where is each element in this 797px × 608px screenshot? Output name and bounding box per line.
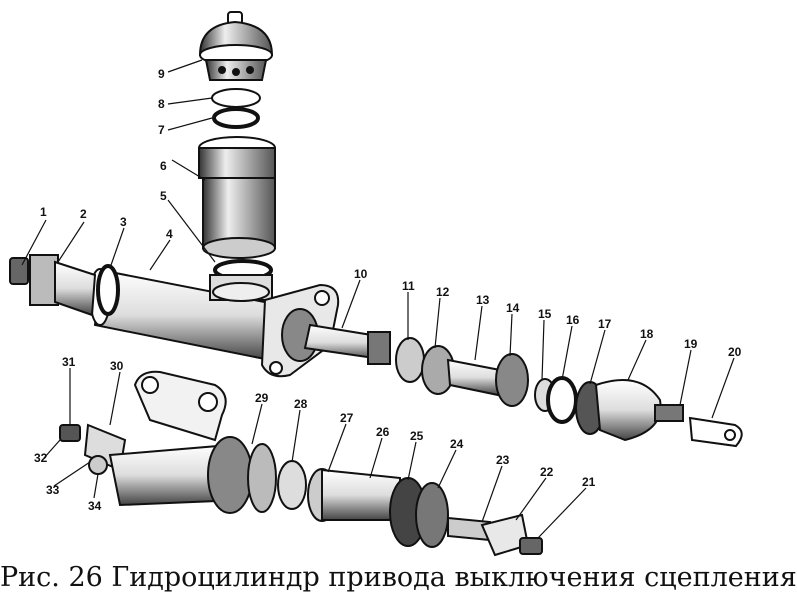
leader-lines (21, 59, 735, 539)
callout-33: 33 (46, 483, 60, 497)
callout-9: 9 (158, 67, 165, 81)
callout-12: 12 (436, 285, 450, 299)
callout-17: 17 (598, 317, 612, 331)
callout-32: 32 (34, 451, 48, 465)
callout-13: 13 (476, 293, 490, 307)
callout-14: 14 (506, 301, 520, 315)
callout-22: 22 (540, 465, 554, 479)
callout-19: 19 (684, 337, 698, 351)
callout-28: 28 (294, 397, 308, 411)
lower-assembly (59, 370, 543, 557)
callout-34: 34 (88, 499, 102, 513)
reservoir-cap (198, 11, 274, 81)
callout-1: 1 (40, 205, 47, 219)
callout-2: 2 (80, 207, 87, 221)
exploded-view-drawing: 1 2 3 4 5 6 7 8 9 10 11 12 13 14 15 16 1… (9, 11, 743, 557)
callout-10: 10 (354, 267, 368, 281)
callout-5: 5 (160, 189, 167, 203)
callout-11: 11 (402, 279, 415, 293)
callout-27: 27 (340, 411, 354, 425)
upper-assembly (198, 11, 276, 302)
callout-31: 31 (62, 355, 76, 369)
callout-15: 15 (538, 307, 552, 321)
mounting-flange (260, 283, 340, 378)
callout-24: 24 (450, 437, 464, 451)
callout-23: 23 (496, 453, 510, 467)
callout-18: 18 (640, 327, 654, 341)
callout-7: 7 (158, 123, 165, 137)
callout-30: 30 (110, 359, 124, 373)
callout-8: 8 (158, 97, 165, 111)
callout-29: 29 (255, 391, 269, 405)
callout-26: 26 (376, 425, 390, 439)
callout-25: 25 (410, 429, 424, 443)
callout-3: 3 (120, 215, 127, 229)
figure-caption: Рис. 26 Гидроцилиндр привода выключения … (0, 562, 797, 593)
callout-20: 20 (728, 345, 742, 359)
callout-6: 6 (160, 159, 167, 173)
callout-4: 4 (166, 227, 173, 241)
reservoir-washer (212, 107, 260, 129)
diagram-canvas: 1 2 3 4 5 6 7 8 9 10 11 12 13 14 15 16 1… (0, 11, 797, 593)
upper-pushrod-parts (303, 323, 743, 448)
reservoir-body (198, 136, 276, 259)
inlet-fittings (9, 254, 120, 317)
callout-16: 16 (566, 313, 580, 327)
callout-labels: 1 2 3 4 5 6 7 8 9 10 11 12 13 14 15 16 1… (34, 67, 742, 513)
reservoir-ring (211, 88, 261, 108)
callout-21: 21 (582, 475, 596, 489)
